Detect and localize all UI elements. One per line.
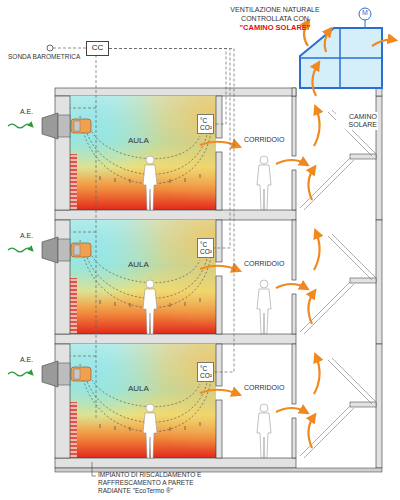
node-text: AULA xyxy=(128,136,149,145)
sensor-box: °C CO² xyxy=(197,238,214,258)
classroom: AULA °C CO² xyxy=(70,344,216,458)
node-text: CORRIDOIO xyxy=(244,384,284,392)
title-line: "CAMINO SOLARE" xyxy=(200,23,350,32)
controller-box: CC xyxy=(86,41,109,56)
unit-label: A.E. xyxy=(20,356,50,364)
classroom: AULA °C CO² xyxy=(70,220,216,334)
node-text: °C CO² xyxy=(200,241,212,256)
unit-label: A.E. xyxy=(20,108,50,116)
node-text: CORRIDOIO xyxy=(244,260,284,268)
sensor-box: °C CO² xyxy=(197,362,214,382)
title-line: VENTILAZIONE NATURALE xyxy=(200,6,350,14)
control-wire xyxy=(109,49,234,373)
control-wire xyxy=(109,49,230,249)
solar-chimney: CAMINO SOLARE xyxy=(300,28,382,132)
node-text: CC xyxy=(87,43,108,52)
node-text: °C CO² xyxy=(200,117,212,132)
control-wire xyxy=(109,49,226,125)
corridor: CORRIDOIO xyxy=(222,220,292,334)
note-label: IMPIANTO DI RISCALDAMENTO E RAFFRESCAMEN… xyxy=(98,471,210,494)
node-text: AULA xyxy=(128,260,149,269)
probe-label: SONDA BAROMETRICA xyxy=(8,53,88,61)
node-text: °C CO² xyxy=(200,365,212,380)
corridor: CORRIDOIO xyxy=(222,96,292,210)
motor-label: M xyxy=(361,9,369,17)
node-text: AULA xyxy=(128,384,149,393)
node-text: CORRIDOIO xyxy=(244,136,284,144)
sensor-box: °C CO² xyxy=(197,114,214,134)
node-text: CAMINO SOLARE xyxy=(336,112,378,130)
unit-label: A.E. xyxy=(20,232,50,240)
title-line: CONTROLLATA CON xyxy=(200,15,350,23)
corridor: CORRIDOIO xyxy=(222,344,292,458)
classroom: AULA °C CO² xyxy=(70,96,216,210)
